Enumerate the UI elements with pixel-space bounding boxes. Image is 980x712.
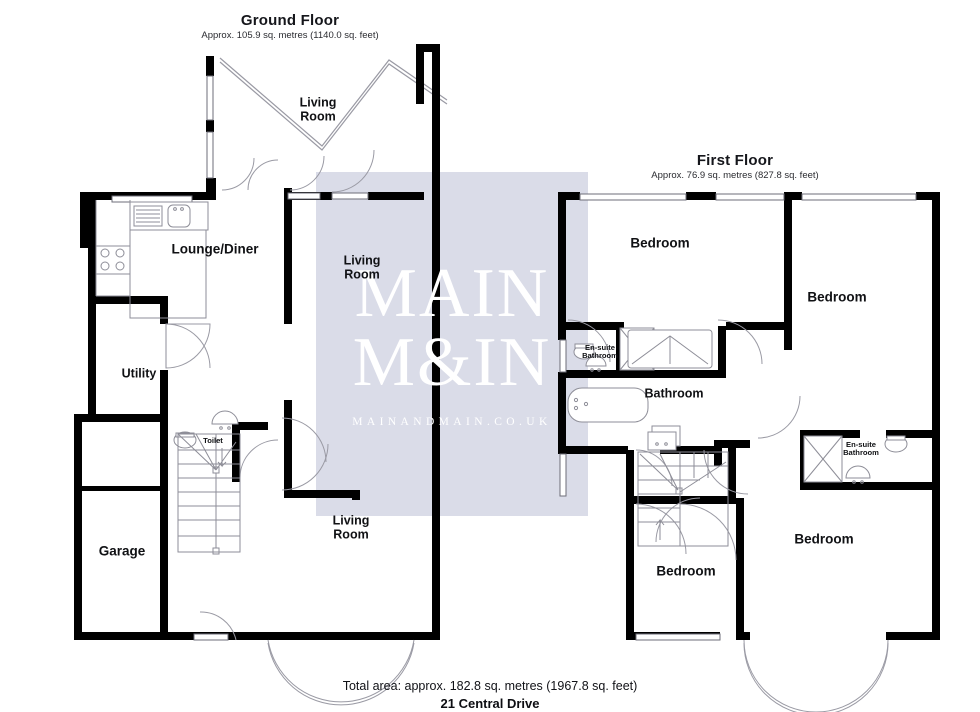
toilet-fixtures	[173, 410, 239, 449]
bathroom-fixtures	[567, 329, 713, 447]
kitchen-fixtures	[95, 200, 209, 319]
first-staircase	[637, 431, 729, 547]
ground-floor-subtitle: Approx. 105.9 sq. metres (1140.0 sq. fee…	[201, 30, 379, 41]
first-floor-title: First Floor	[696, 152, 774, 169]
highlight-region	[316, 172, 588, 516]
first-floor-subtitle: Approx. 76.9 sq. metres (827.8 sq. feet)	[651, 170, 819, 181]
first-floor-plan	[558, 192, 940, 712]
first-windows	[559, 193, 917, 641]
ground-floor-title: Ground Floor	[240, 12, 340, 29]
ground-floor-plan	[74, 44, 448, 706]
ground-bay-window	[219, 57, 448, 151]
ensuite-right-fixtures	[803, 435, 908, 484]
ground-windows	[111, 75, 369, 641]
ground-staircase	[177, 433, 241, 555]
hob-icon	[95, 245, 131, 275]
property-address: 21 Central Drive	[440, 696, 540, 711]
ground-doors	[165, 149, 415, 706]
sink-icon	[133, 204, 191, 228]
total-area-text: Total area: approx. 182.8 sq. metres (19…	[342, 679, 638, 693]
first-doors	[567, 319, 889, 712]
